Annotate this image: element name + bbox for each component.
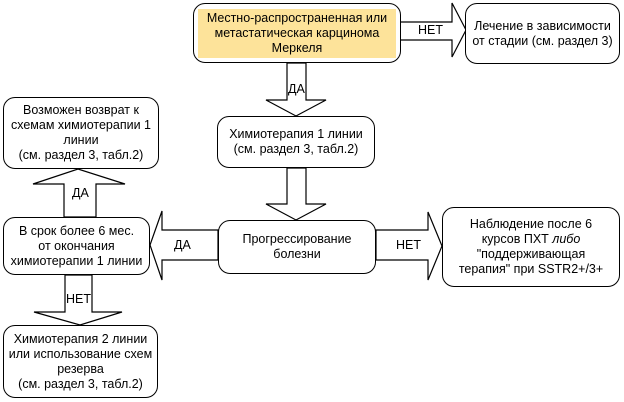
node-text: Лечение в зависимости (474, 18, 611, 33)
edge-label-over6-yes: ДА (72, 186, 89, 200)
node-text: линии (63, 133, 99, 147)
node-text: Возможен возврат к (23, 103, 139, 117)
arrow-start-to-stage (399, 2, 467, 58)
node-text: болезни (273, 247, 321, 261)
edge-label-progression-no: НЕТ (396, 238, 421, 252)
node-chemo-line1: Химиотерапия 1 линии (см. раздел 3, табл… (217, 116, 375, 168)
node-text: метастатическая карцинома (214, 25, 380, 40)
node-text: резерва (57, 361, 104, 376)
edge-label-over6-no: НЕТ (66, 292, 91, 306)
node-text: Прогрессирование (242, 232, 352, 246)
node-over-6-months: В срок более 6 мес. от окончания химиоте… (3, 217, 150, 275)
node-text: от стадии (см. раздел 3) (472, 33, 613, 48)
node-chemo-line2: Химиотерапия 2 линии или использование с… (3, 325, 158, 398)
node-return-to-chemo1: Возможен возврат к схемам химиотерапии 1… (3, 97, 159, 169)
arrow-progression-to-observation (375, 211, 443, 281)
arrow-over6-to-return (32, 168, 126, 218)
node-text: (см. раздел 3, табл.2) (18, 376, 143, 391)
node-text: терапия" при SSTR2+/3+ (458, 262, 604, 276)
arrow-progression-to-over6 (149, 210, 219, 281)
node-text: схемам химиотерапии 1 (10, 118, 151, 132)
node-text: от окончания (38, 238, 115, 253)
node-text: Химиотерапия 1 линии (229, 127, 363, 141)
node-stage-treatment: Лечение в зависимости от стадии (см. раз… (465, 3, 620, 64)
node-text-italic: либо (552, 232, 581, 246)
node-text: В срок более 6 мес. (18, 223, 135, 238)
node-text: Наблюдение после 6 (469, 217, 593, 231)
node-text: "поддерживающая (476, 247, 586, 261)
node-text: или использование схем (8, 346, 153, 361)
edge-label-start-yes: ДА (288, 82, 305, 96)
node-observation: Наблюдение после 6 курсов ПХТ либо "подд… (442, 207, 620, 287)
arrow-start-to-chemo1 (265, 62, 327, 117)
node-text: химиотерапии 1 линии (10, 253, 143, 268)
arrow-over6-to-chemo2 (33, 274, 123, 326)
node-text: Меркеля (271, 40, 323, 55)
arrow-chemo1-to-progression (265, 167, 327, 221)
node-progression: Прогрессирование болезни (218, 220, 376, 274)
node-merkel-carcinoma: Местно-распространенная или метастатичес… (193, 3, 401, 63)
node-text: (см. раздел 3, табл.2) (18, 148, 144, 162)
edge-label-progression-yes: ДА (174, 238, 191, 252)
edge-label-start-no: НЕТ (418, 23, 443, 37)
node-text: курсов ПХТ (481, 232, 549, 246)
node-text: Химиотерапия 2 линии (13, 331, 148, 346)
node-text: Местно-распространенная или (206, 10, 388, 25)
node-text: (см. раздел 3, табл.2) (233, 142, 359, 156)
